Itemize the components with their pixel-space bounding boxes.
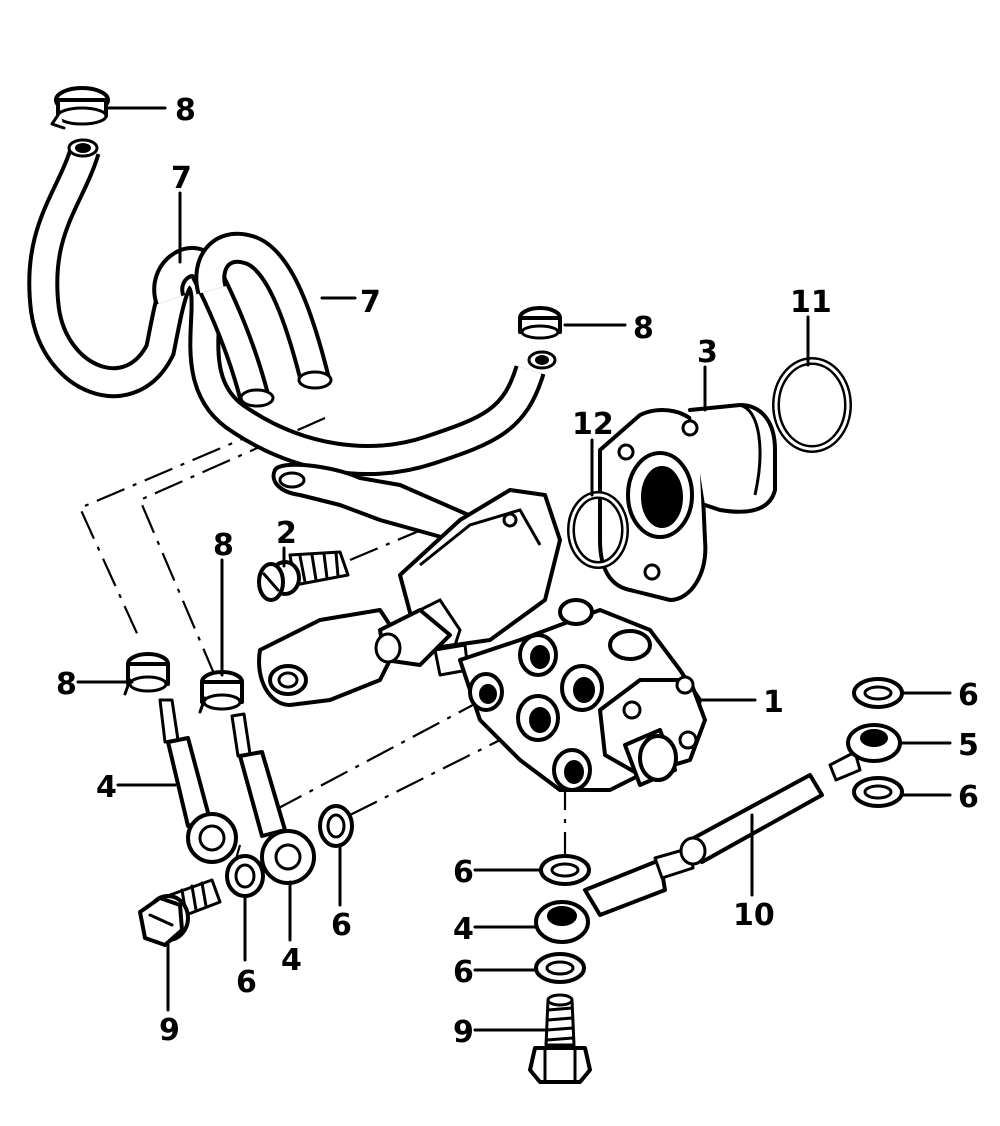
o-ring-small xyxy=(567,491,629,569)
banjo-bolt-left xyxy=(138,878,222,947)
callout-9-left: 9 xyxy=(159,1013,180,1048)
hose-short-b xyxy=(194,231,333,390)
callout-8-right: 8 xyxy=(633,311,654,346)
callout-11: 11 xyxy=(790,285,832,320)
callout-10: 10 xyxy=(733,898,775,933)
o-ring-large xyxy=(772,357,852,453)
callout-6-center-upper: 6 xyxy=(453,855,474,890)
callout-labels: 8 7 7 8 11 3 12 2 8 8 1 6 5 6 4 6 6 4 6 … xyxy=(56,93,979,1050)
washer-center-upper xyxy=(539,854,591,886)
callout-9-right: 9 xyxy=(453,1015,474,1050)
callout-1: 1 xyxy=(763,685,784,720)
callout-4-middle: 4 xyxy=(281,943,302,978)
pump-body xyxy=(257,488,707,792)
hose-clamp-top xyxy=(50,86,110,130)
callout-3: 3 xyxy=(697,335,718,370)
washer-center-lower xyxy=(534,952,586,984)
callout-5: 5 xyxy=(958,728,979,763)
callout-6-center-lower: 6 xyxy=(453,955,474,990)
callout-6-right-top: 6 xyxy=(958,678,979,713)
callout-8-left: 8 xyxy=(56,667,77,702)
callout-2: 2 xyxy=(276,516,297,551)
callout-8-top: 8 xyxy=(175,93,196,128)
banjo-bolt-right xyxy=(528,993,592,1084)
hose-clamp-middle xyxy=(198,670,244,714)
callout-4-center: 4 xyxy=(453,912,474,947)
banjo-fitting-right xyxy=(828,723,902,782)
callout-6-middle: 6 xyxy=(331,908,352,943)
outlet-housing xyxy=(598,403,777,602)
callout-7-upper: 7 xyxy=(171,161,192,196)
callout-6-right-bottom: 6 xyxy=(958,780,979,815)
callout-12: 12 xyxy=(572,407,614,442)
tube xyxy=(679,773,824,866)
washer-right-bottom xyxy=(852,776,904,808)
washer-left xyxy=(225,854,265,898)
callout-7-right: 7 xyxy=(360,285,381,320)
hose-clamp-left xyxy=(123,652,170,696)
screw xyxy=(257,550,350,602)
callout-6-left: 6 xyxy=(236,965,257,1000)
banjo-fitting-left xyxy=(158,698,238,864)
leader-lines xyxy=(76,106,952,1032)
hose-clamp-right xyxy=(518,306,562,340)
banjo-fitting-middle xyxy=(230,712,316,885)
callout-8-middle: 8 xyxy=(213,528,234,563)
washer-middle xyxy=(318,804,354,848)
washer-right-top xyxy=(852,677,904,709)
callout-4-left: 4 xyxy=(96,770,117,805)
